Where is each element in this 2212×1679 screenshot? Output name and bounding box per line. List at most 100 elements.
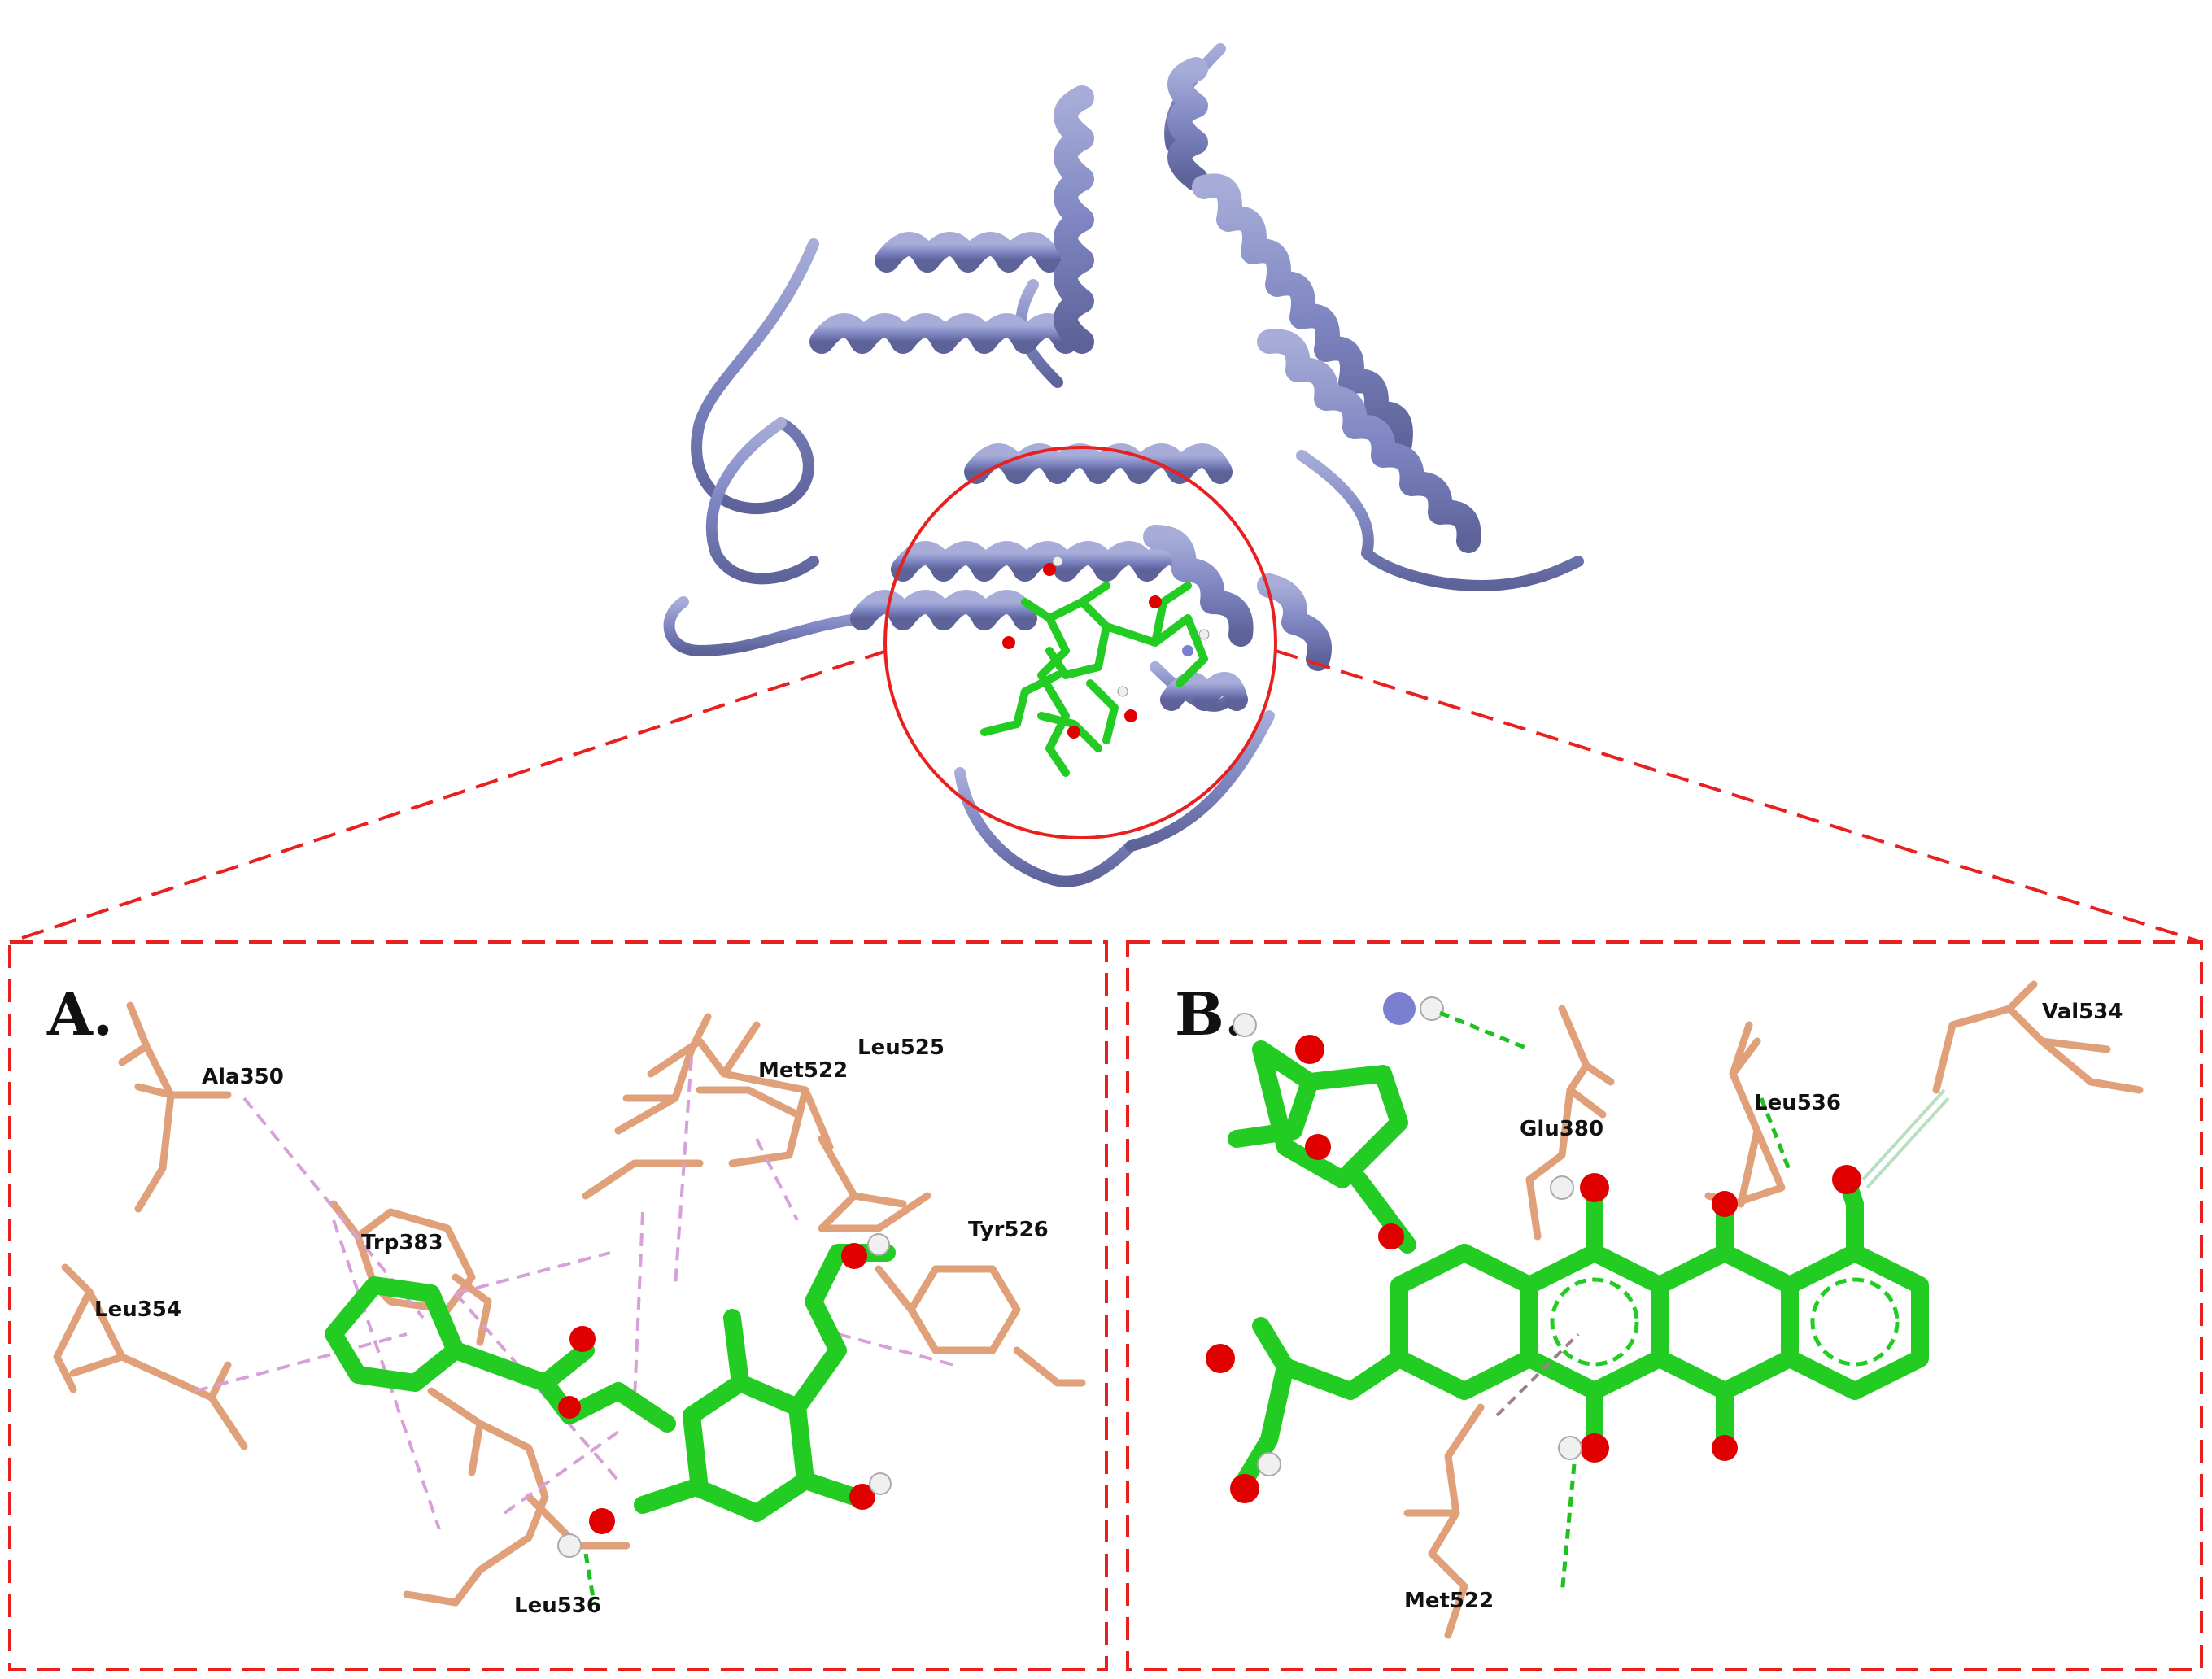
panel-b-content: B. [1175,979,2144,1639]
hydrogen-atom [1257,1452,1281,1476]
ribbon-helix [1167,57,1208,191]
oxygen-atom [849,1484,875,1510]
interaction-line [194,1332,408,1393]
residue-val534-sticks [1932,980,2144,1094]
oxygen-atom [1295,1035,1324,1064]
residue-trp383-sticks [329,1200,492,1346]
panel-a-ligand-heteroatoms [557,1233,892,1558]
oxygen-atom [569,1326,596,1352]
panel-b-residues [1403,980,2144,1639]
label-val534: Val534 [2042,1000,2123,1024]
ribbon-helix [1257,329,1481,553]
ligand-overview [980,556,1210,777]
panel-a-frame [8,940,1108,1671]
protein-ribbon-structure [663,43,1584,887]
label-glu380: Glu380 [1520,1117,1603,1141]
interaction-line [1495,1332,1580,1417]
ribbon-loop [1296,450,1584,591]
oxygen-atom [1712,1191,1738,1217]
interaction-line [503,1430,620,1515]
interaction-line [674,1057,693,1286]
ribbon-helix [1192,173,1413,460]
hydrogen-atom [1420,996,1444,1021]
hbond-line [1759,1097,1792,1172]
oxygen-atom [558,1396,581,1419]
panel-b-hbonds [1439,1010,1792,1595]
ribbon-loop [954,767,1137,887]
residue-leu354-sticks [53,1263,248,1450]
ribbon-helix [875,232,1062,273]
panel-b-ligand-heteroatoms [1206,992,1861,1503]
label-met522-b: Met522 [1404,1589,1494,1613]
residue-met522-sticks [582,1021,834,1200]
panel-b-aromatic-rings [1550,1277,1900,1367]
residue-tyr526-ring [875,1265,1086,1387]
ribbon-helix [809,313,1078,354]
ribbon-helix [850,590,1037,630]
hydrogen-atom [1233,1013,1257,1037]
ribbon-loop [691,238,819,514]
ribbon-loop [1125,710,1275,852]
hydrogen-atom [557,1533,582,1558]
zoom-guide-left [9,649,888,944]
residue-leu536-sticks [403,1387,630,1607]
hydrogen-atom [869,1472,892,1495]
label-leu536-a: Leu536 [514,1594,601,1618]
residue-met522-sticks [1403,1403,1485,1639]
nitrogen-atom [1383,992,1416,1025]
ligand-ring-b [1520,1244,1669,1400]
panel-b-ligand [1228,1040,1929,1489]
oxygen-atom [1230,1474,1259,1503]
label-leu354: Leu354 [94,1297,181,1322]
interaction-line [1861,1088,1946,1181]
ligand-ring-a [1390,1244,1538,1400]
oxygen-atom [1712,1435,1738,1461]
ribbon-helix [1143,525,1254,647]
ribbon-helix [1054,85,1094,354]
oxygen-atom [589,1508,615,1534]
ribbon-loop [705,417,819,585]
oxygen-atom [1206,1344,1235,1373]
panel-a-ligand [325,1244,896,1522]
hydrogen-atom [1550,1175,1574,1200]
interaction-line [332,1219,441,1530]
ligand-sugar-ring [1228,1040,1408,1188]
binding-site-highlight-circle [883,446,1277,840]
ribbon-loop [663,596,868,656]
hydrogen-atom [867,1233,890,1256]
interaction-line [755,1138,799,1221]
oxygen-atom [841,1243,867,1269]
label-met522: Met522 [758,1058,848,1083]
panel-a-letter: A. [46,979,113,1049]
label-leu536-b: Leu536 [1754,1091,1841,1115]
ligand-chain [447,1341,676,1433]
aromatic-ring [1810,1277,1900,1367]
residue-leu525-sticks [614,1013,801,1135]
hbond-line [1439,1010,1530,1052]
residue-ala350-sticks [118,1001,232,1213]
panel-b-weak-interactions [1495,1088,1950,1417]
label-ala350: Ala350 [202,1065,284,1089]
hbond-line [1560,1463,1577,1595]
ribbon-helix [1257,573,1332,671]
residue-tyr526-sticks [818,1135,931,1232]
ribbon-helix [964,443,1233,484]
label-trp383: Trp383 [361,1231,443,1255]
oxygen-atom [1832,1165,1861,1194]
interaction-line [455,1251,611,1295]
panel-a-hydrophobic-interactions [194,1057,961,1530]
oxygen-atom [1580,1433,1609,1463]
ligand-ring-d [1781,1244,1929,1400]
oxygen-atom [1305,1134,1331,1160]
panel-a-residues [53,1001,1086,1607]
ribbon-helix [1160,672,1248,711]
oxygen-atom [1580,1173,1609,1202]
zoom-guide-right [1275,649,2202,944]
label-leu525: Leu525 [857,1036,945,1060]
aromatic-ring [1550,1277,1639,1367]
panel-b-letter: B. [1175,979,1245,1049]
ligand-ring-six [683,1374,814,1522]
residue-glu380-sticks [1525,1005,1615,1241]
